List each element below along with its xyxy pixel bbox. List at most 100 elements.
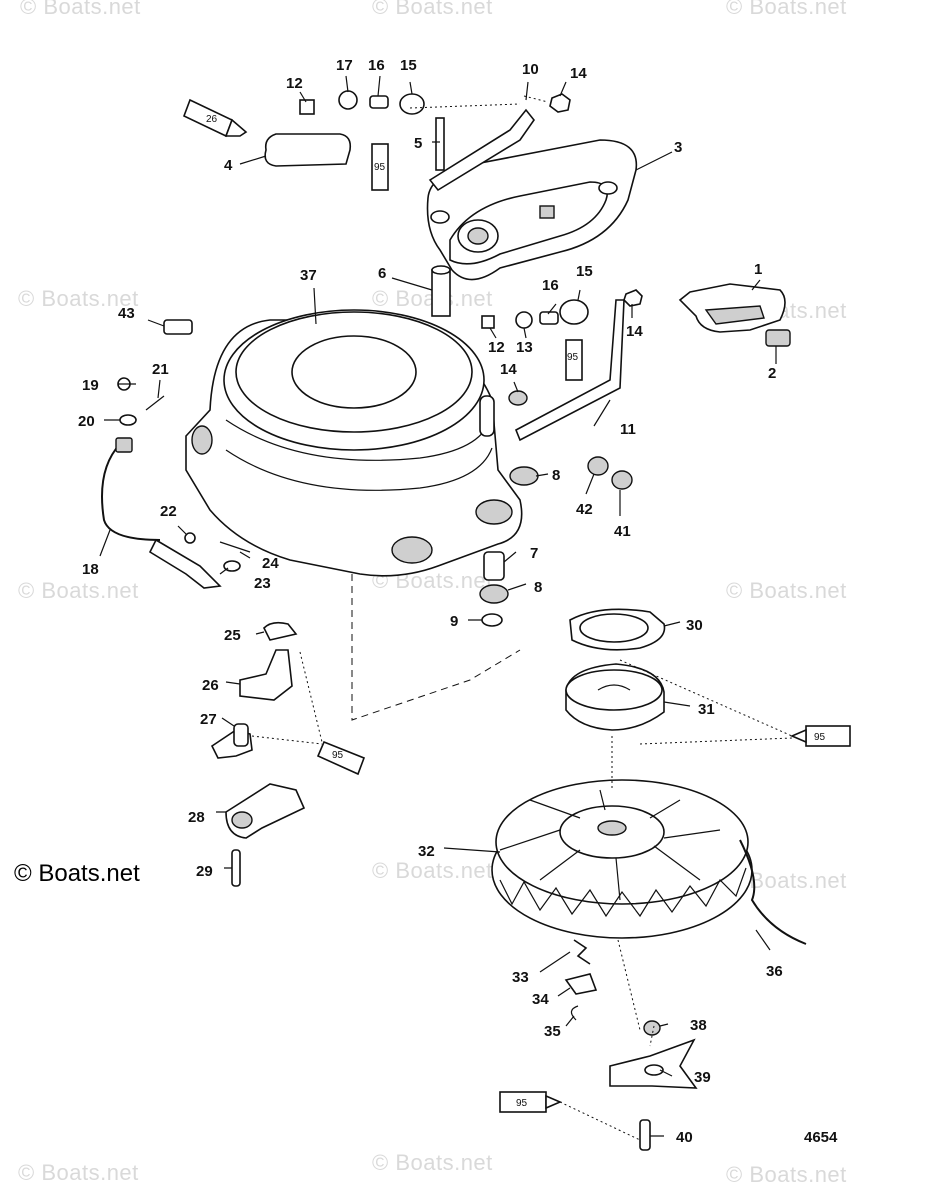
callout-38: 38 [690, 1017, 707, 1034]
part-6-spacer [431, 265, 451, 317]
part-31-pawl-plate [565, 663, 665, 731]
part-8-grommet [479, 584, 509, 604]
part-95-sealant-tube: 95 [371, 143, 389, 191]
watermark: © Boats.net [18, 1160, 139, 1185]
watermark: © Boats.net [372, 1150, 493, 1175]
callout-1: 1 [754, 261, 762, 278]
watermark: © Boats.net [18, 286, 139, 311]
part-95-sealant-tube: 95 [316, 740, 366, 776]
part-12-screw [299, 99, 315, 115]
assembly-line [351, 574, 521, 721]
part-2-handle-insert [765, 329, 791, 347]
callout-41: 41 [614, 523, 631, 540]
callout-14-lower: 14 [500, 361, 517, 378]
part-3-handle-housing [426, 139, 638, 281]
svg-text:95: 95 [516, 1098, 528, 1109]
callout-3: 3 [674, 139, 682, 156]
part-12-screw-lower [481, 315, 495, 329]
part-95-sealant-tube: 95 [499, 1091, 563, 1113]
watermark: © Boats.net [20, 0, 141, 19]
callout-5: 5 [414, 135, 422, 152]
callout-18: 18 [82, 561, 99, 578]
part-13-washer [515, 311, 533, 329]
callout-35: 35 [544, 1023, 561, 1040]
part-35-clip [570, 1005, 579, 1021]
svg-text:95: 95 [332, 750, 344, 761]
part-24-clip [219, 541, 251, 553]
part-14-nut-right [623, 289, 643, 307]
part-7-bushing [483, 551, 505, 581]
callout-37: 37 [300, 267, 317, 284]
callout-31: 31 [698, 701, 715, 718]
callout-14-right: 14 [626, 323, 643, 340]
figure-number: 4654 [804, 1129, 838, 1146]
callout-8: 8 [534, 579, 542, 596]
callout-26: 26 [202, 677, 219, 694]
callout-labels: 1 2 3 4 5 6 7 8 9 10 11 12 17 16 15 14 1… [78, 57, 838, 1146]
part-95-sealant-tube: 95 [789, 725, 851, 747]
part-36-starter-rope [739, 839, 807, 945]
part-34-pawl [564, 973, 598, 995]
part-30-ratchet [569, 608, 666, 651]
callout-36: 36 [766, 963, 783, 980]
part-15-pulley-lower [559, 299, 589, 325]
callout-39: 39 [694, 1069, 711, 1086]
part-14-nut-lower [508, 390, 528, 406]
part-33-spring [573, 939, 591, 965]
callout-6: 6 [378, 265, 386, 282]
callout-12-lower: 12 [488, 339, 505, 356]
callout-17: 17 [336, 57, 353, 74]
callout-13: 13 [516, 339, 533, 356]
callout-29: 29 [196, 863, 213, 880]
part-26-lever [239, 649, 293, 701]
svg-text:95: 95 [567, 352, 579, 363]
svg-text:26: 26 [206, 114, 218, 125]
part-21-clip [145, 395, 165, 411]
watermark: © Boats.net [726, 1162, 847, 1187]
part-22-screw [184, 532, 196, 544]
watermark: © Boats.net [18, 578, 139, 603]
callout-34: 34 [532, 991, 549, 1008]
part-32-rewind-pulley [491, 779, 753, 939]
svg-text:95: 95 [374, 162, 386, 173]
part-20-washer [119, 414, 137, 426]
assembly-line [251, 95, 793, 1141]
part-17-washer [338, 90, 358, 110]
part-25-spring [263, 621, 298, 641]
callout-23: 23 [254, 575, 271, 592]
callout-21: 21 [152, 361, 169, 378]
part-40-bolt [639, 1119, 651, 1151]
callout-11: 11 [620, 421, 636, 438]
callout-16: 16 [368, 57, 385, 74]
part-43-sleeve [163, 319, 193, 335]
svg-text:95: 95 [814, 732, 826, 743]
part-16-pin-lower [539, 311, 559, 325]
callout-7: 7 [530, 545, 538, 562]
callout-9: 9 [450, 613, 458, 630]
copyright-notice: © Boats.net [14, 860, 140, 887]
watermark: © Boats.net [372, 0, 493, 19]
callout-2: 2 [768, 365, 776, 382]
callout-22: 22 [160, 503, 177, 520]
part-18-wire-harness [101, 443, 161, 541]
part-28-bracket [225, 783, 306, 839]
watermark: © Boats.net [372, 858, 493, 883]
callout-33: 33 [512, 969, 529, 986]
part-38-bushing [643, 1020, 661, 1036]
callout-10: 10 [522, 61, 539, 78]
part-4-clip [264, 133, 352, 167]
callout-14: 14 [570, 65, 587, 82]
callout-27: 27 [200, 711, 217, 728]
part-39-retainer [609, 1038, 698, 1089]
callout-30: 30 [686, 617, 703, 634]
part-15-pulley [399, 93, 425, 115]
callout-15-lower: 15 [576, 263, 593, 280]
part-5-bolt [435, 117, 445, 171]
watermark: © Boats.net [726, 0, 847, 19]
watermark: © Boats.net [726, 578, 847, 603]
part-16-pin [369, 95, 389, 109]
callout-15: 15 [400, 57, 417, 74]
callout-19: 19 [82, 377, 99, 394]
part-14-nut [549, 93, 571, 113]
